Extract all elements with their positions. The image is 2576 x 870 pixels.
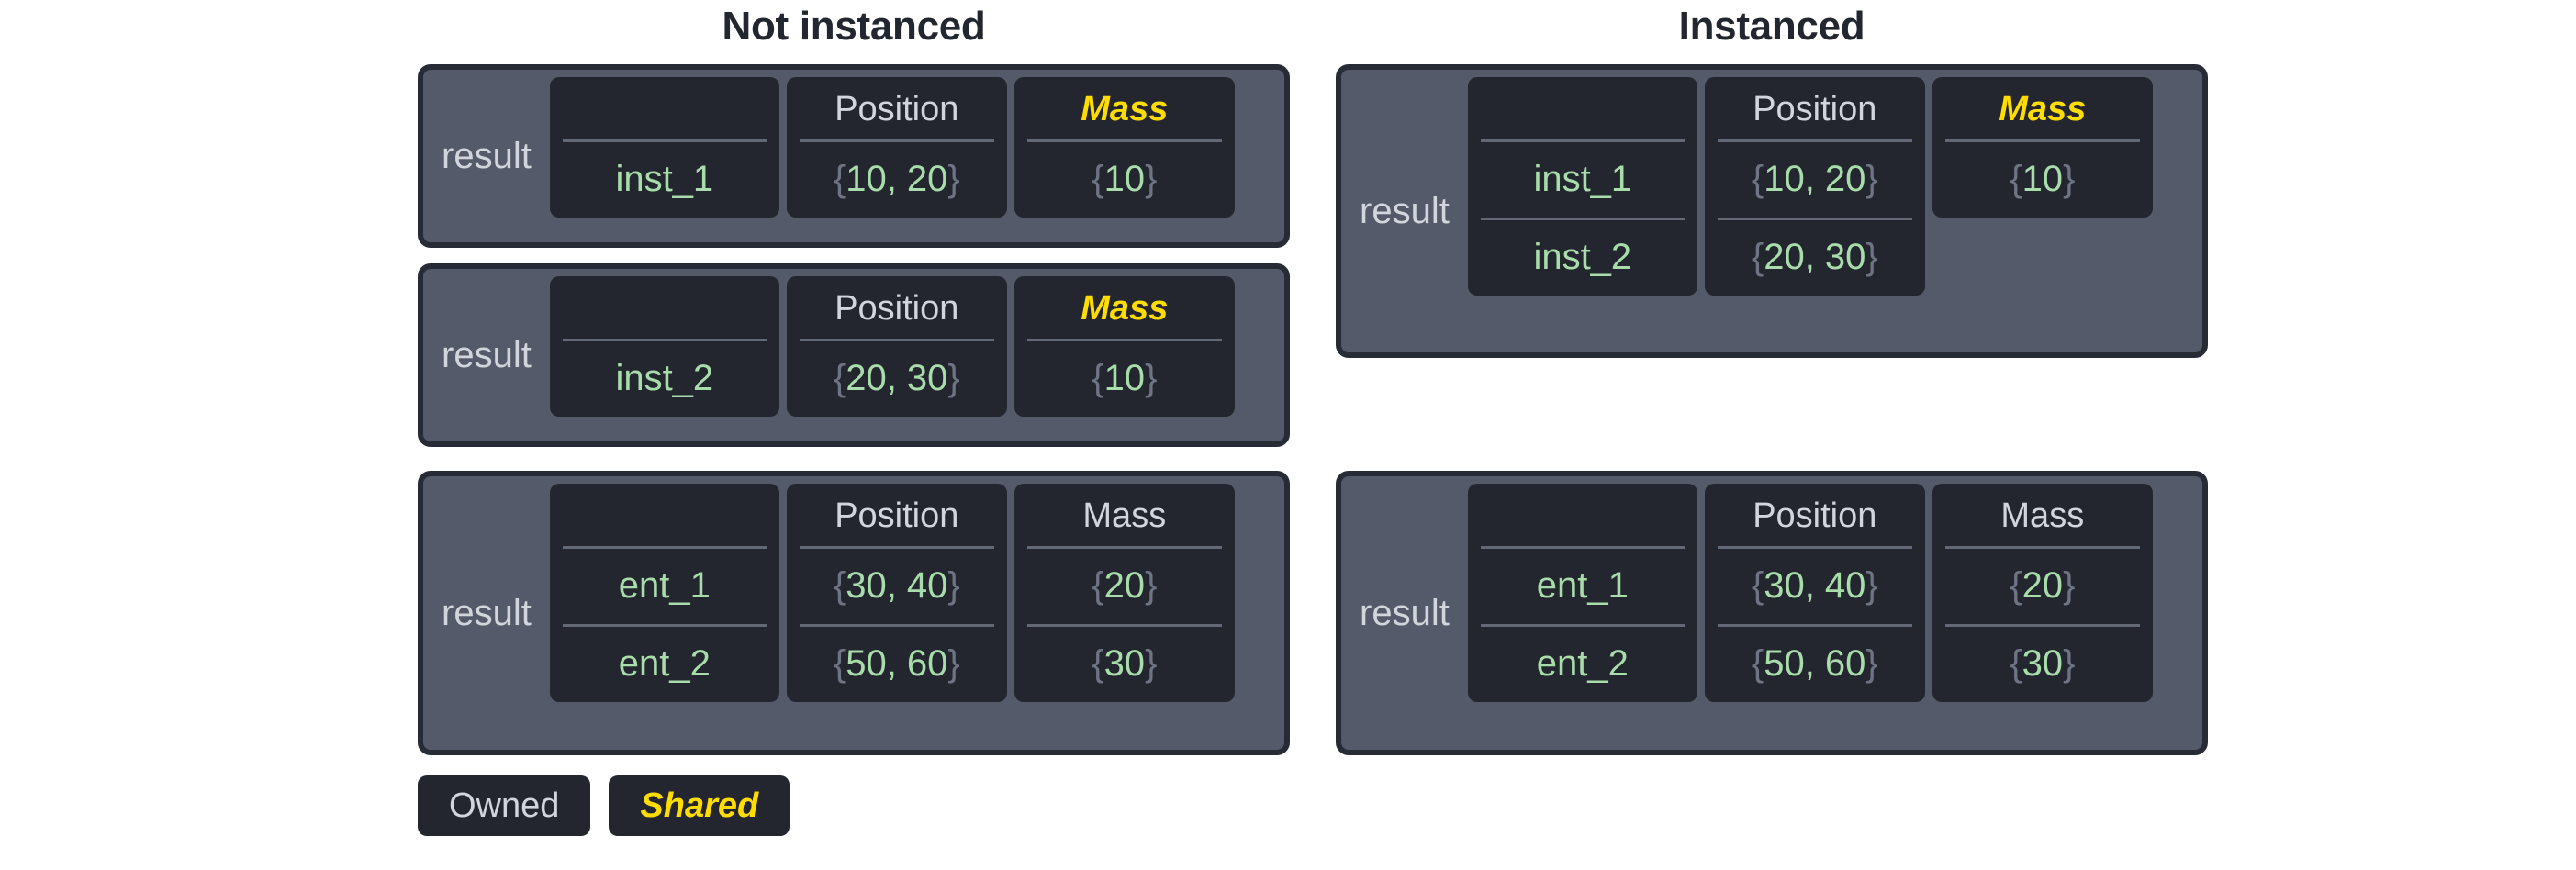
cell-id: ent_2 — [562, 624, 767, 702]
column-group: inst_1 Position {10, 20} Mass {10} — [549, 70, 1242, 225]
cell-id: inst_2 — [1480, 218, 1685, 296]
column-header-mass: Mass — [1082, 496, 1167, 535]
column-header-id — [1468, 484, 1697, 546]
column-mass: Mass {20} {30} — [1014, 484, 1235, 702]
cell-id: ent_2 — [1480, 624, 1685, 702]
column-header-position: Position — [834, 496, 959, 535]
legend-chip-owned: Owned — [418, 775, 591, 836]
cell-position: {20, 30} — [1717, 218, 1912, 296]
column-id: ent_1 ent_2 — [1467, 484, 1697, 702]
column-header-mass: Mass — [1081, 90, 1169, 128]
column-header-id — [550, 77, 779, 139]
cell-mass: {30} — [1026, 624, 1222, 702]
column-position: Position {30, 40} {50, 60} — [786, 484, 1007, 702]
cell-id: ent_1 — [1480, 546, 1685, 624]
cell-position: {50, 60} — [799, 624, 994, 702]
column-mass: Mass {20} {30} — [1932, 484, 2153, 702]
column-group: inst_1 inst_2 Position {10, 20} {20, 30}… — [1467, 70, 2160, 303]
column-mass: Mass {10} — [1932, 77, 2153, 218]
cell-position: {10, 20} — [1717, 139, 1912, 218]
column-mass: Mass {10} — [1014, 77, 1235, 218]
column-header-mass: Mass — [1081, 289, 1169, 328]
cell-position: {20, 30} — [799, 339, 994, 417]
column-header-id — [1468, 77, 1697, 139]
column-header-position: Position — [834, 289, 959, 328]
legend-chip-shared: Shared — [609, 775, 790, 836]
column-group: ent_1 ent_2 Position {30, 40} {50, 60} M… — [1467, 476, 2160, 709]
result-label: result — [442, 335, 532, 375]
cell-mass: {10} — [1026, 139, 1222, 218]
column-group: inst_2 Position {20, 30} Mass {10} — [549, 269, 1242, 424]
legend: Owned Shared — [418, 775, 790, 836]
column-header-id — [550, 484, 779, 546]
column-mass: Mass {10} — [1014, 276, 1235, 417]
cell-mass: {20} — [1944, 546, 2140, 624]
column-id: inst_1 — [549, 77, 779, 218]
column-header-mass: Mass — [2000, 496, 2085, 535]
column-header-id — [550, 276, 779, 339]
column-id: ent_1 ent_2 — [549, 484, 779, 702]
result-label: result — [1360, 191, 1450, 231]
column-position: Position {30, 40} {50, 60} — [1704, 484, 1925, 702]
result-panel: result inst_1 Position {10, 20} Mass {10… — [418, 64, 1290, 248]
cell-id: ent_1 — [562, 546, 767, 624]
column-header-position: Position — [1753, 90, 1877, 128]
cell-id: inst_1 — [1480, 139, 1685, 218]
column-id: inst_1 inst_2 — [1467, 77, 1697, 296]
column-id: inst_2 — [549, 276, 779, 417]
cell-position: {10, 20} — [799, 139, 994, 218]
column-position: Position {10, 20} {20, 30} — [1704, 77, 1925, 296]
page-title-instanced: Instanced — [1678, 4, 1865, 49]
cell-mass: {20} — [1026, 546, 1222, 624]
result-panel: result inst_2 Position {20, 30} Mass {10… — [418, 263, 1290, 447]
cell-position: {30, 40} — [799, 546, 994, 624]
result-label: result — [1360, 593, 1450, 633]
result-label: result — [442, 593, 532, 633]
cell-position: {30, 40} — [1717, 546, 1912, 624]
page-title-not-instanced: Not instanced — [722, 4, 986, 49]
cell-id: inst_2 — [562, 339, 767, 417]
cell-id: inst_1 — [562, 139, 767, 218]
result-panel: result inst_1 inst_2 Position {10, 20} {… — [1336, 64, 2208, 358]
cell-position: {50, 60} — [1717, 624, 1912, 702]
cell-mass: {30} — [1944, 624, 2140, 702]
cell-mass: {10} — [1944, 139, 2140, 218]
result-label: result — [442, 136, 532, 176]
column-position: Position {20, 30} — [786, 276, 1007, 417]
column-position: Position {10, 20} — [786, 77, 1007, 218]
result-panel: result ent_1 ent_2 Position {30, 40} {50… — [1336, 471, 2208, 755]
column-group: ent_1 ent_2 Position {30, 40} {50, 60} M… — [549, 476, 1242, 709]
cell-mass: {10} — [1026, 339, 1222, 417]
result-panel: result ent_1 ent_2 Position {30, 40} {50… — [418, 471, 1290, 755]
column-header-mass: Mass — [1999, 90, 2087, 128]
column-header-position: Position — [1753, 496, 1877, 535]
column-header-position: Position — [834, 90, 959, 128]
